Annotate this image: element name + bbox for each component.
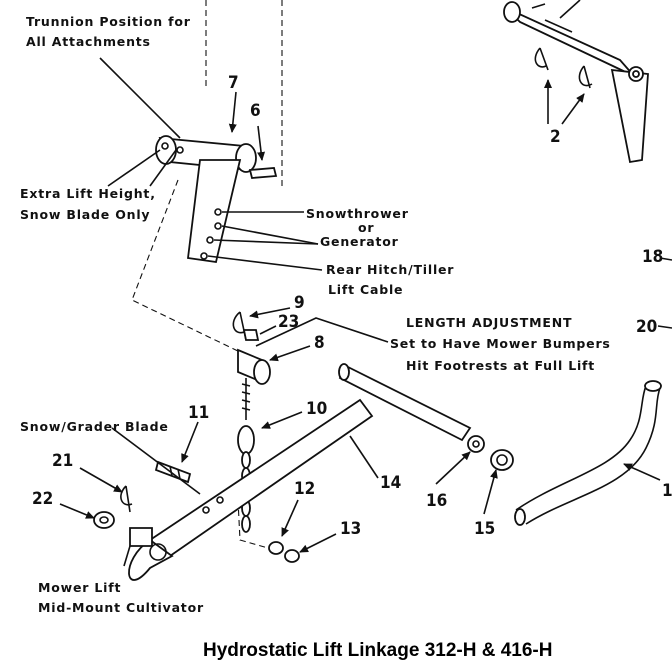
leader-line: [213, 239, 319, 245]
arrow: [483, 469, 498, 515]
part-number-21: 21: [52, 451, 73, 471]
label-extra-lift-height: Extra Lift Height,: [20, 186, 156, 201]
label-snow-blade-only: Snow Blade Only: [20, 207, 150, 222]
part-number-23: 23: [278, 312, 299, 332]
leader-line: [349, 435, 379, 479]
label-rear-hitch-tiller: Rear Hitch/Tiller: [326, 262, 454, 277]
part-number-18: 18: [642, 247, 663, 267]
leader-line: [207, 255, 323, 271]
arrow: [59, 503, 95, 519]
arrow: [269, 345, 311, 362]
part-number-11: 11: [188, 403, 209, 423]
part-number-16: 16: [426, 491, 447, 511]
label-mid-mount-cultivator: Mid-Mount Cultivator: [38, 600, 204, 615]
part-number-14: 14: [380, 473, 401, 493]
label-snow-grader-blade: Snow/Grader Blade: [20, 419, 169, 434]
part-number-1: 1: [662, 481, 672, 501]
part-number-7: 7: [228, 73, 239, 93]
arrow: [261, 411, 303, 429]
leader-line: [107, 149, 161, 187]
part-number-8: 8: [314, 333, 325, 353]
part-number-22: 22: [32, 489, 53, 509]
label-lift-cable: Lift Cable: [328, 282, 403, 297]
label-generator: Generator: [320, 234, 399, 249]
dashed-reference-line: [131, 179, 241, 353]
adjustment-clevis: [232, 311, 271, 385]
arrow: [299, 533, 337, 553]
leader-line: [123, 545, 131, 567]
part-number-6: 6: [250, 101, 261, 121]
label-or: or: [358, 220, 374, 235]
label-hit-footrests: Hit Footrests at Full Lift: [406, 358, 595, 373]
leader-line: [657, 325, 672, 329]
label-all-attachments: All Attachments: [26, 34, 151, 49]
part-number-20: 20: [636, 317, 657, 337]
cross-shaft: [128, 363, 472, 581]
leader-line: [221, 225, 319, 245]
rockshaft-assembly: [503, 0, 649, 164]
arrow: [281, 499, 299, 537]
leader-line: [111, 427, 201, 495]
label-set-mower-bumpers: Set to Have Mower Bumpers: [390, 336, 611, 351]
arrow: [623, 463, 661, 481]
arrow: [435, 451, 471, 485]
trunnion-arm: [155, 135, 278, 264]
leader-line: [149, 149, 177, 187]
label-mower-lift: Mower Lift: [38, 580, 121, 595]
label-trunnion-position: Trunnion Position for: [26, 14, 191, 29]
arrow: [228, 91, 237, 133]
curved-tube: [514, 380, 662, 526]
diagram-caption: Hydrostatic Lift Linkage 312-H & 416-H: [203, 640, 552, 661]
leader-line: [255, 317, 389, 347]
dashed-reference-line: [237, 499, 269, 549]
hardware: [93, 435, 514, 563]
leader-line: [99, 57, 181, 139]
label-snowthrower: Snowthrower: [306, 206, 409, 221]
part-number-12: 12: [294, 479, 315, 499]
arrow: [181, 421, 199, 463]
arrow: [79, 467, 123, 493]
part-number-9: 9: [294, 293, 305, 313]
arrow: [249, 307, 291, 319]
arrow: [257, 125, 266, 161]
part-number-2: 2: [550, 127, 561, 147]
leader-line: [259, 325, 277, 335]
leader-line: [659, 257, 672, 261]
part-number-13: 13: [340, 519, 361, 539]
arrow: [561, 93, 585, 125]
label-length-adjustment: LENGTH ADJUSTMENT: [406, 315, 572, 330]
part-number-15: 15: [474, 519, 495, 539]
part-number-10: 10: [306, 399, 327, 419]
lift-chain: [237, 378, 255, 533]
